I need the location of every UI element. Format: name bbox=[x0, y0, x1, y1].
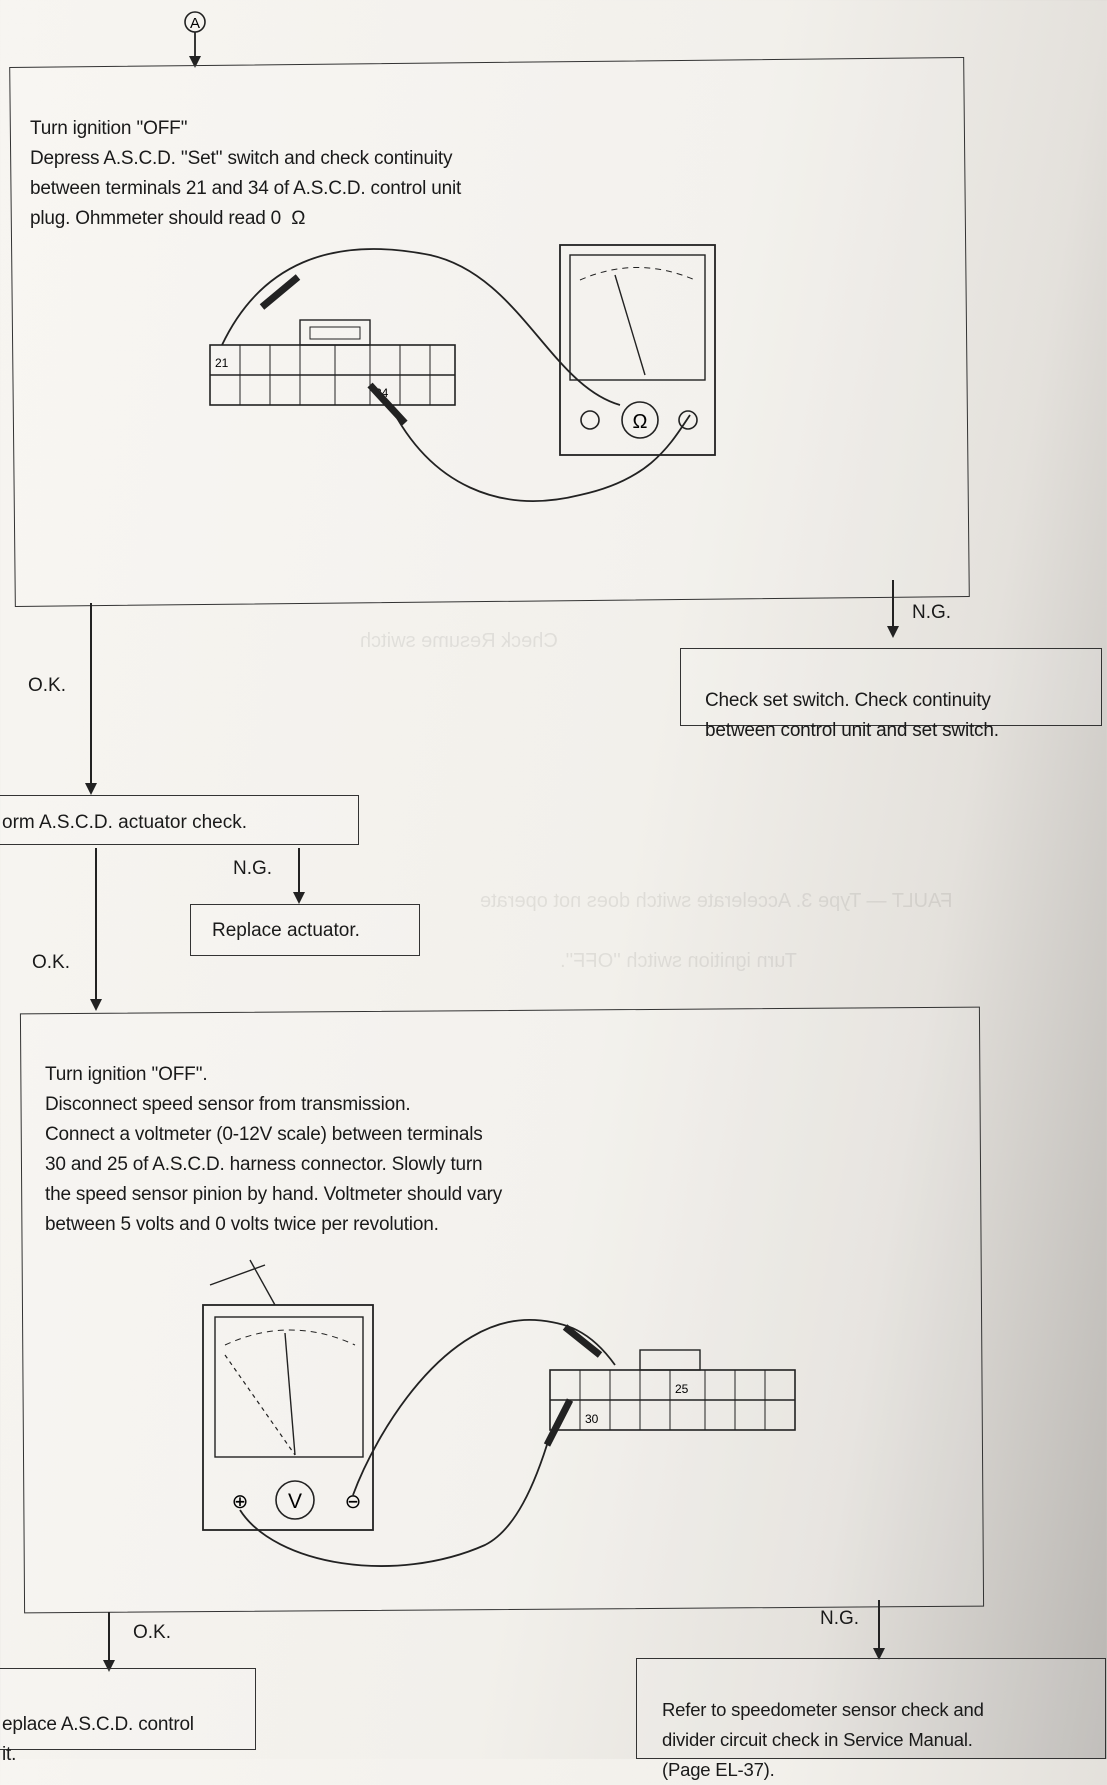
bleed-through-text: Check Resume switch bbox=[360, 630, 558, 652]
volt-symbol: V bbox=[288, 1490, 302, 1513]
connector-marker-label: A bbox=[190, 15, 200, 32]
ohmmeter: Ω bbox=[559, 244, 716, 456]
flow-line bbox=[90, 603, 92, 785]
step1-line: between terminals 21 and 34 of A.S.C.D. … bbox=[30, 178, 462, 199]
replace-control-line: it. bbox=[2, 1744, 17, 1765]
flow-line bbox=[878, 1600, 880, 1650]
step3-line: 30 and 25 of A.S.C.D. harness connector.… bbox=[45, 1154, 483, 1175]
probe-red bbox=[259, 274, 301, 310]
probe-negative bbox=[543, 1398, 574, 1447]
terminal-21-label: 21 bbox=[215, 356, 229, 370]
step3-line: Connect a voltmeter (0-12V scale) betwee… bbox=[45, 1124, 483, 1145]
voltmeter: V ⊕ ⊖ bbox=[202, 1259, 374, 1531]
refer-line: Refer to speedometer sensor check and bbox=[662, 1699, 984, 1720]
ok-label: O.K. bbox=[28, 675, 67, 696]
replace-actuator-text: Replace actuator. bbox=[212, 920, 360, 941]
flow-arrowhead bbox=[103, 1660, 115, 1672]
step3-line: the speed sensor pinion by hand. Voltmet… bbox=[45, 1184, 503, 1205]
bleed-through-text: FAULT — Type 3. Accelerate switch does n… bbox=[480, 890, 953, 912]
control-unit-connector: 21 34 bbox=[209, 319, 456, 406]
voltmeter-diagram: V ⊕ ⊖ 25 30 bbox=[202, 1259, 796, 1567]
ok-label: O.K. bbox=[32, 952, 71, 973]
bleed-through-text: Turn ignition switch ''OFF''. bbox=[560, 950, 797, 972]
actuator-check-box bbox=[0, 795, 359, 845]
ohm-symbol: Ω bbox=[633, 411, 648, 433]
flow-arrowhead bbox=[85, 783, 97, 795]
ng-label: N.G. bbox=[820, 1608, 860, 1629]
flow-line bbox=[95, 848, 97, 1001]
replace-actuator-box bbox=[190, 904, 420, 956]
ng-label: N.G. bbox=[233, 858, 273, 879]
probe-black bbox=[367, 382, 408, 426]
actuator-check-text: orm A.S.C.D. actuator check. bbox=[2, 812, 247, 833]
refer-line: (Page EL-37). bbox=[662, 1759, 775, 1780]
plus-terminal: ⊕ bbox=[232, 1491, 249, 1513]
flow-arrowhead bbox=[90, 999, 102, 1011]
flow-line bbox=[298, 848, 300, 894]
step3-line: Turn ignition ''OFF''. bbox=[45, 1064, 208, 1085]
probe-positive bbox=[562, 1324, 603, 1358]
step1-instructions: Turn ignition ''OFF'' Depress A.S.C.D. '… bbox=[30, 84, 461, 234]
step3-line: between 5 volts and 0 volts twice per re… bbox=[45, 1214, 439, 1235]
flow-arrowhead bbox=[873, 1648, 885, 1660]
set-switch-line: Check set switch. Check continuity bbox=[705, 690, 991, 711]
replace-control-unit-box bbox=[0, 1668, 256, 1750]
step3-line: Disconnect speed sensor from transmissio… bbox=[45, 1094, 411, 1115]
flow-arrowhead bbox=[293, 892, 305, 904]
set-switch-line: between control unit and set switch. bbox=[705, 720, 999, 741]
terminal-30-label: 30 bbox=[585, 1412, 599, 1426]
set-switch-box bbox=[680, 648, 1102, 726]
set-switch-text: Check set switch. Check continuity betwe… bbox=[705, 656, 999, 746]
step1-line: plug. Ohmmeter should read 0 Ω bbox=[30, 208, 306, 229]
refer-service-manual-box bbox=[636, 1658, 1106, 1759]
terminal-25-label: 25 bbox=[675, 1382, 689, 1396]
flow-line bbox=[892, 580, 894, 628]
ohmmeter-diagram: 21 34 Ω bbox=[209, 244, 716, 502]
replace-control-unit-text: eplace A.S.C.D. control it. bbox=[2, 1680, 194, 1770]
ok-label: O.K. bbox=[133, 1622, 172, 1643]
minus-terminal: ⊖ bbox=[345, 1491, 362, 1513]
flow-arrowhead bbox=[887, 626, 899, 638]
flow-line bbox=[108, 1612, 110, 1662]
refer-service-manual-text: Refer to speedometer sensor check and di… bbox=[662, 1665, 984, 1785]
step3-instructions: Turn ignition ''OFF''. Disconnect speed … bbox=[45, 1030, 502, 1240]
connector-marker: A bbox=[184, 11, 206, 68]
refer-line: divider circuit check in Service Manual. bbox=[662, 1729, 973, 1750]
harness-connector: 25 30 bbox=[549, 1349, 796, 1431]
step1-line: Depress A.S.C.D. ''Set'' switch and chec… bbox=[30, 148, 453, 169]
step1-line: Turn ignition ''OFF'' bbox=[30, 118, 188, 139]
replace-control-line: eplace A.S.C.D. control bbox=[2, 1714, 194, 1735]
ng-label: N.G. bbox=[912, 602, 952, 623]
